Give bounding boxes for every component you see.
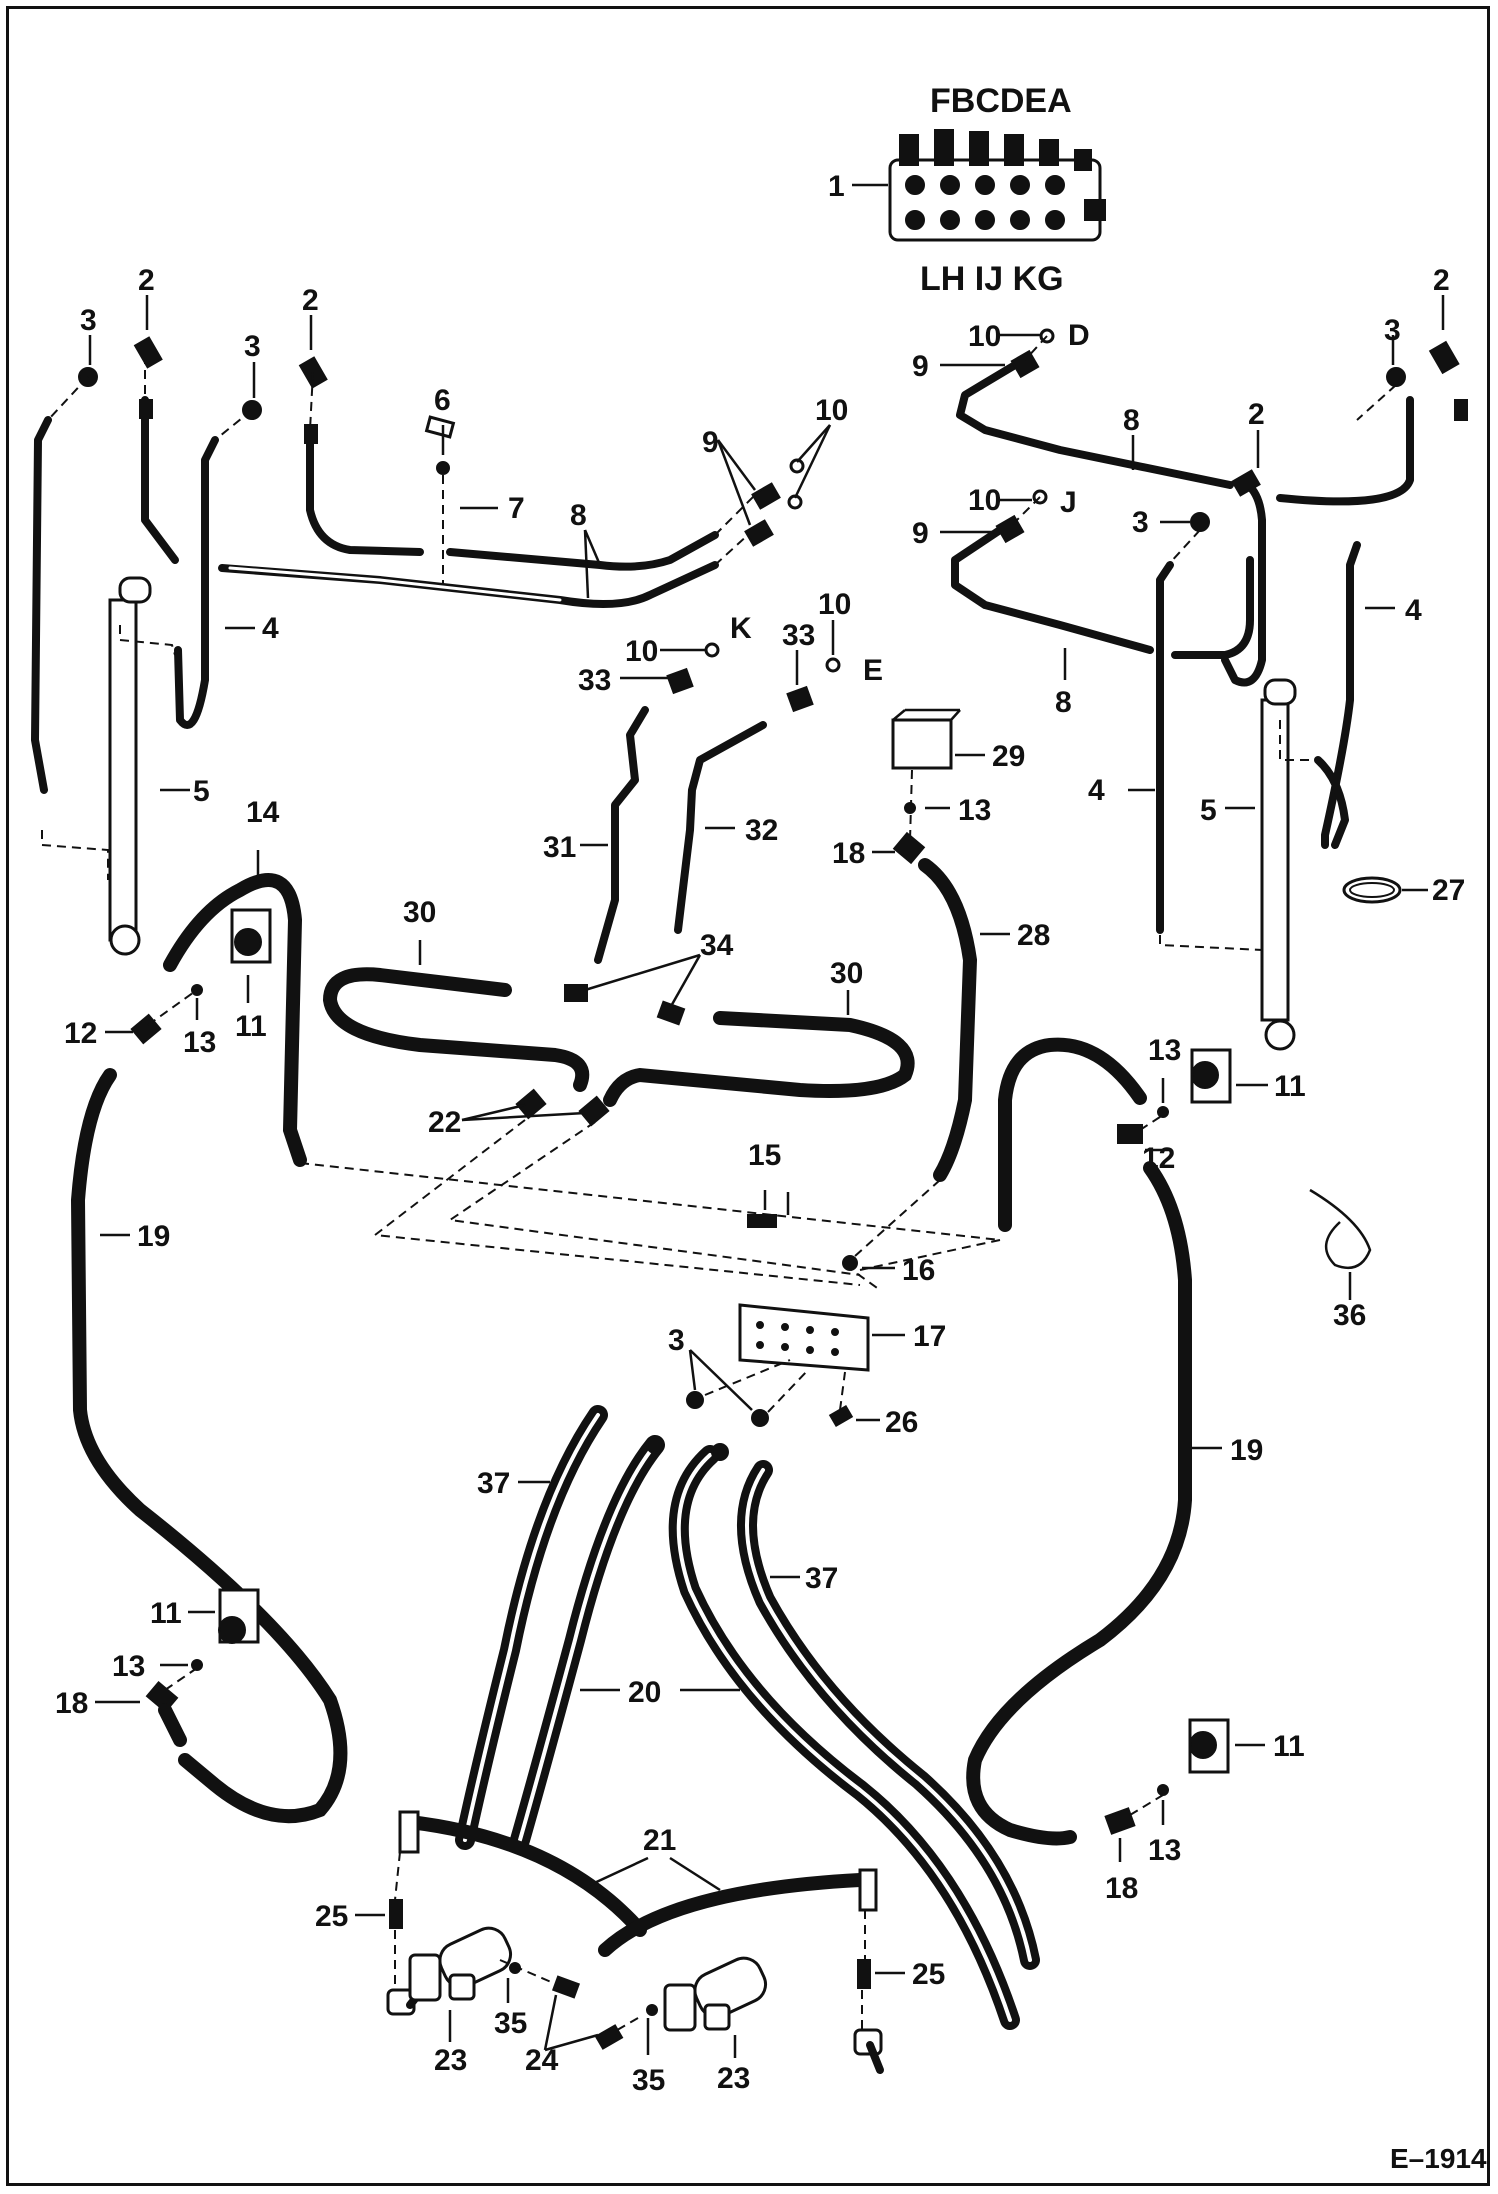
callout-8-b: 8	[1123, 404, 1140, 437]
callout-2-c: 2	[1248, 398, 1265, 431]
callout-35-b: 35	[632, 2064, 665, 2097]
callout-10-a: 10	[815, 394, 848, 427]
callout-13-a: 13	[958, 794, 991, 827]
callout-19-b: 19	[1230, 1434, 1263, 1467]
callout-13-b: 13	[183, 1026, 216, 1059]
port-letter-J: J	[1060, 486, 1077, 519]
callout-33-a: 33	[578, 664, 611, 697]
callout-16: 16	[902, 1254, 935, 1287]
callout-3-a: 3	[80, 304, 97, 337]
callout-3-c: 3	[1132, 506, 1149, 539]
callout-5-a: 5	[193, 775, 210, 808]
callout-3-d: 3	[1384, 314, 1401, 347]
callout-9-b: 9	[912, 350, 929, 383]
cylinder-left	[108, 576, 152, 956]
port-letter-D: D	[1068, 319, 1090, 352]
callout-25-a: 25	[315, 1900, 348, 1933]
callout-12-a: 12	[64, 1017, 97, 1050]
callout-8-a: 8	[570, 499, 587, 532]
callout-10-c: 10	[968, 484, 1001, 517]
callout-20: 20	[628, 1676, 661, 1709]
callout-9-c: 9	[912, 517, 929, 550]
diagram-frame	[6, 6, 1490, 2186]
callout-4-c: 4	[1088, 774, 1105, 807]
callout-30-b: 30	[830, 957, 863, 990]
callout-9-a: 9	[702, 426, 719, 459]
callout-31: 31	[543, 831, 576, 864]
control-valve	[888, 129, 1106, 242]
callout-2-b: 2	[302, 284, 319, 317]
callout-33-b: 33	[782, 619, 815, 652]
callout-26: 26	[885, 1406, 918, 1439]
callout-10-d: 10	[625, 635, 658, 668]
cable-tie	[1309, 1188, 1372, 1270]
callout-28: 28	[1017, 919, 1050, 952]
figure-code: E–1914	[1390, 2143, 1487, 2174]
motor-right	[663, 1956, 768, 2032]
callout-11-b: 11	[150, 1597, 182, 1630]
valve-port-letters-top: FBCDEA	[930, 82, 1072, 120]
callout-10-b: 10	[968, 320, 1001, 353]
callout-4-b: 4	[1405, 594, 1422, 627]
callout-8-c: 8	[1055, 686, 1072, 719]
callout-7: 7	[508, 492, 525, 525]
callout-15: 15	[748, 1139, 781, 1172]
port-letter-K: K	[730, 612, 752, 645]
callout-18-a: 18	[832, 837, 865, 870]
callout-30-a: 30	[403, 896, 436, 929]
callout-24: 24	[525, 2044, 559, 2077]
callout-21: 21	[643, 1824, 676, 1857]
callout-29: 29	[992, 740, 1025, 773]
callout-11-c: 11	[1274, 1070, 1306, 1103]
callout-32: 32	[745, 814, 778, 847]
o-ring	[1342, 876, 1402, 904]
manifold-plate	[738, 1303, 870, 1372]
callout-37-b: 37	[805, 1562, 838, 1595]
callout-1: 1	[828, 170, 845, 203]
callout-34: 34	[700, 929, 734, 962]
callout-13-d: 13	[1148, 1034, 1181, 1067]
callout-6: 6	[434, 384, 451, 417]
callout-2-a: 2	[138, 264, 155, 297]
callout-11-a: 11	[235, 1010, 267, 1043]
callout-18-b: 18	[55, 1687, 88, 1720]
callout-25-b: 25	[912, 1958, 945, 1991]
port-letter-E: E	[863, 654, 883, 687]
callout-13-c: 13	[112, 1650, 145, 1683]
motor-port-plate-a	[230, 908, 272, 964]
motor-left	[408, 1926, 513, 2002]
callout-18-c: 18	[1105, 1872, 1138, 1905]
callout-27: 27	[1432, 874, 1465, 907]
callout-5-b: 5	[1200, 794, 1217, 827]
callout-10-e: 10	[818, 588, 851, 621]
callout-19-a: 19	[137, 1220, 170, 1253]
callout-4-a: 4	[262, 612, 279, 645]
callout-17: 17	[913, 1320, 946, 1353]
callout-22: 22	[428, 1106, 461, 1139]
callout-35-a: 35	[494, 2007, 527, 2040]
callout-23-a: 23	[434, 2044, 467, 2077]
mounting-block	[891, 708, 961, 770]
motor-port-plate-d	[1188, 1718, 1230, 1774]
callout-14: 14	[246, 796, 280, 829]
callout-37-a: 37	[477, 1467, 510, 1500]
cylinder-right	[1260, 678, 1297, 1051]
callout-11-d: 11	[1273, 1730, 1305, 1763]
callout-12-b: 12	[1142, 1142, 1175, 1175]
callout-36: 36	[1333, 1299, 1366, 1332]
callout-13-e: 13	[1148, 1834, 1181, 1867]
motor-port-plate-c	[1190, 1048, 1232, 1104]
callout-23-b: 23	[717, 2062, 750, 2095]
callout-2-d: 2	[1433, 264, 1450, 297]
callout-3-e: 3	[668, 1324, 685, 1357]
valve-port-letters-bottom: LH IJ KG	[920, 260, 1064, 298]
callout-3-b: 3	[244, 330, 261, 363]
motor-port-plate-b	[218, 1588, 260, 1644]
